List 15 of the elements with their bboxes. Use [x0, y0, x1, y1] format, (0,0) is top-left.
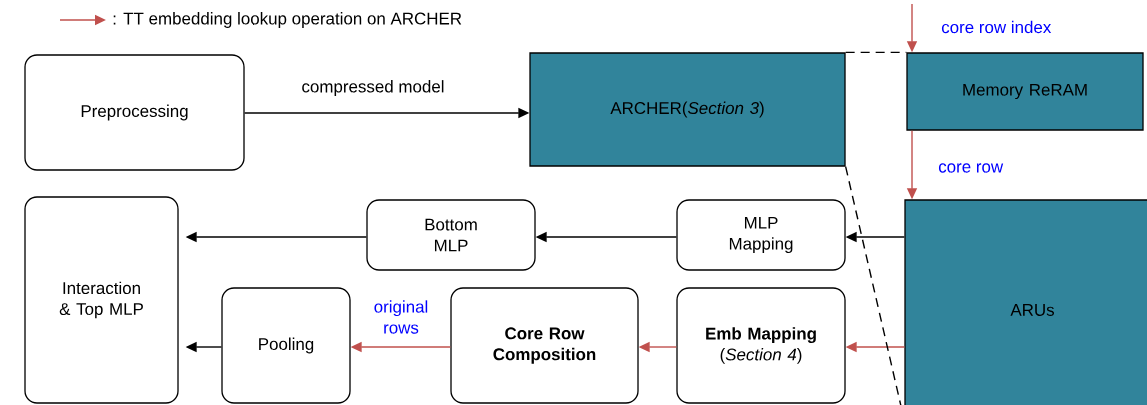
edge-label: original rows	[374, 300, 428, 334]
legend-text: : TT embedding lookup operation on ARCHER	[113, 12, 462, 28]
unit-box: ARUs	[904, 199, 1147, 405]
edge-label: core row	[938, 163, 1004, 173]
memory-box: Memory ReRAM	[906, 52, 1144, 131]
process-box: Interaction & Top MLP	[24, 196, 179, 404]
edge-label: compressed model	[302, 80, 444, 96]
edge-label: core row index	[941, 20, 1052, 34]
process-box: Core Row Composition	[450, 287, 639, 404]
process-box: MLP Mapping	[676, 199, 846, 271]
module-box: ARCHER(Section 3)	[529, 52, 846, 167]
process-box: Preprocessing	[24, 54, 245, 171]
process-box: Bottom MLP	[366, 199, 536, 271]
process-box: Pooling	[221, 287, 351, 404]
process-box: Emb Mapping (Section 4)	[676, 287, 846, 404]
